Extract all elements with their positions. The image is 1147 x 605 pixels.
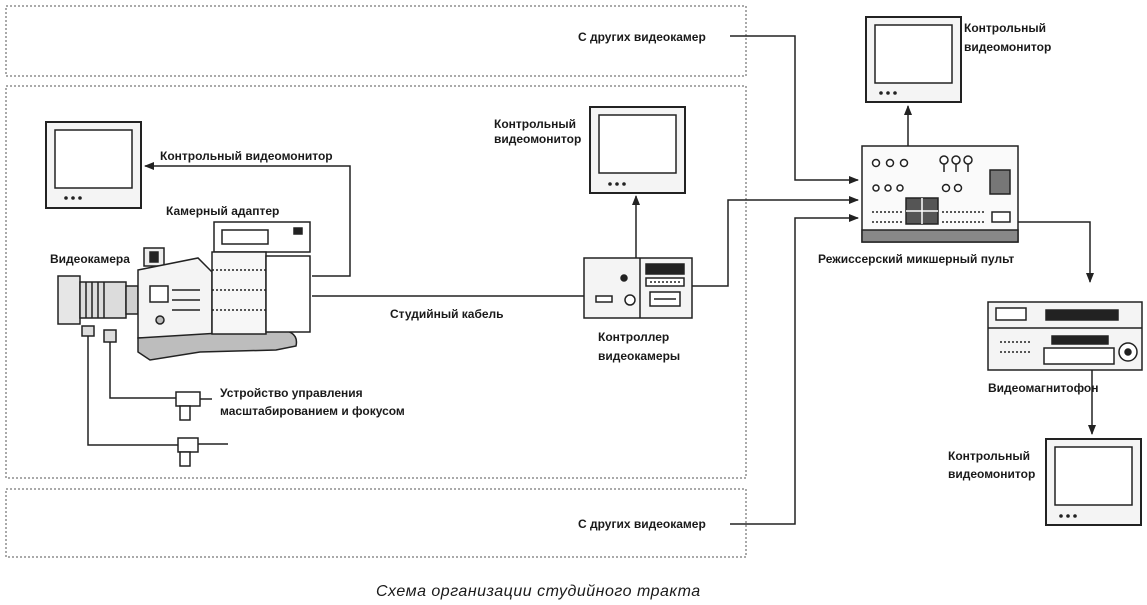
ccu-monitor-icon	[589, 106, 686, 194]
vcr-monitor-icon	[1045, 438, 1142, 526]
label-from-other-cameras-bottom: С других видеокамер	[578, 517, 706, 531]
label-mixer-monitor-line1: Контрольный	[964, 21, 1046, 35]
label-ccu-monitor-line1: Контрольный	[494, 117, 576, 131]
mixing-console-icon	[861, 145, 1019, 243]
adapter-to-monitor-line	[144, 162, 351, 277]
ccu-to-mixer-arrow	[692, 196, 859, 287]
top-cameras-to-mixer-arrow	[730, 35, 859, 184]
mixer-to-vcr-arrow	[1018, 221, 1094, 283]
label-vcr: Видеомагнитофон	[988, 381, 1099, 395]
label-ccu-monitor-line2: видеомонитор	[494, 132, 581, 146]
camcorder-icon	[57, 221, 311, 361]
camera-controller-icon	[583, 257, 693, 319]
vcr-icon	[987, 301, 1143, 371]
label-camcorder: Видеокамера	[50, 252, 130, 266]
label-zoom-focus-line2: масштабированием и фокусом	[220, 404, 405, 418]
label-vcr-monitor-line1: Контрольный	[948, 449, 1030, 463]
label-ccu-line2: видеокамеры	[598, 349, 680, 363]
label-camera-monitor: Контрольный видеомонитор	[160, 149, 333, 163]
zone-studio-camera	[5, 85, 747, 479]
label-vcr-monitor-line2: видеомонитор	[948, 467, 1035, 481]
label-camera-adapter: Камерный адаптер	[166, 204, 279, 218]
label-mixer: Режиссерский микшерный пульт	[818, 252, 1014, 266]
signal-connectors	[144, 35, 1096, 525]
label-zoom-focus-line1: Устройство управления	[220, 386, 363, 400]
label-mixer-monitor-line2: видеомонитор	[964, 40, 1051, 54]
bottom-cameras-to-mixer-arrow	[730, 214, 859, 525]
diagram-caption: Схема организации студийного тракта	[376, 583, 701, 600]
zone-other-cameras-top	[5, 5, 747, 77]
label-ccu-line1: Контроллер	[598, 330, 669, 344]
label-from-other-cameras-top: С других видеокамер	[578, 30, 706, 44]
mixer-monitor-icon	[865, 16, 962, 103]
label-studio-cable: Студийный кабель	[390, 307, 504, 321]
zoom-focus-control-icon	[81, 325, 228, 467]
camera-monitor-icon	[45, 121, 142, 209]
zone-other-cameras-bottom	[5, 488, 747, 558]
